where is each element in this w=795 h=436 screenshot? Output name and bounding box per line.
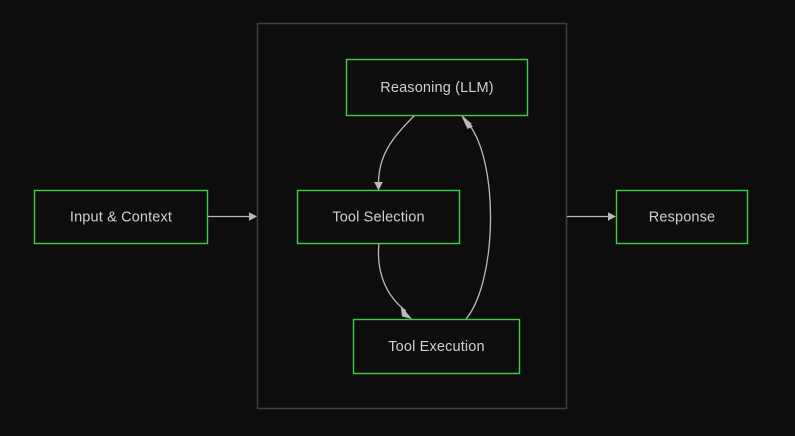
arrowhead-icon bbox=[249, 212, 257, 221]
edge-reasoning-to-tool-selection bbox=[374, 114, 416, 191]
node-input-context-label: Input & Context bbox=[70, 209, 172, 225]
edge-loop-to-response bbox=[567, 212, 616, 221]
node-reasoning-llm-label: Reasoning (LLM) bbox=[380, 80, 493, 96]
edge-input-to-loop bbox=[208, 212, 257, 221]
agent-loop-container bbox=[256, 22, 568, 410]
arrowhead-icon bbox=[374, 182, 383, 191]
edge-tool-selection-to-tool-execution bbox=[377, 242, 412, 319]
node-reasoning-llm[interactable]: Reasoning (LLM) bbox=[345, 58, 529, 117]
node-tool-execution-label: Tool Execution bbox=[388, 339, 484, 355]
arrowhead-icon bbox=[608, 212, 616, 221]
edge-tool-execution-to-reasoning bbox=[461, 115, 492, 320]
node-response[interactable]: Response bbox=[615, 189, 749, 245]
node-tool-selection[interactable]: Tool Selection bbox=[296, 189, 461, 245]
node-tool-selection-label: Tool Selection bbox=[332, 209, 424, 225]
node-tool-execution[interactable]: Tool Execution bbox=[352, 318, 521, 375]
node-input-context[interactable]: Input & Context bbox=[33, 189, 209, 245]
node-response-label: Response bbox=[649, 209, 716, 225]
